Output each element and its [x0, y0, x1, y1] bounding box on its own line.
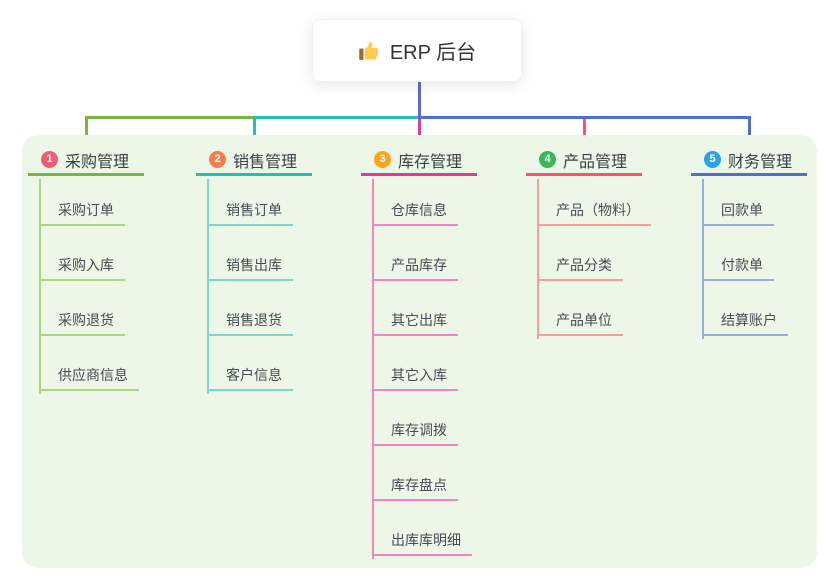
branch-item[interactable]: 仓库信息 [372, 176, 491, 226]
branch-item-label: 回款单 [702, 200, 774, 226]
branch-item[interactable]: 产品库存 [372, 226, 491, 281]
branch-item[interactable]: 其它出库 [372, 281, 491, 336]
branch-item-label: 采购订单 [39, 200, 125, 226]
branch-item[interactable]: 采购入库 [39, 226, 158, 281]
branch-title: 采购管理 [65, 153, 130, 171]
branch-item[interactable]: 产品分类 [537, 226, 656, 281]
branch-drop-line [252, 119, 256, 143]
branch-item-label: 其它入库 [372, 365, 458, 391]
branch-item[interactable]: 产品（物料） [537, 176, 656, 226]
branch-children-line [702, 179, 704, 339]
branch-item-label: 付款单 [702, 255, 774, 281]
branch-item-label: 客户信息 [207, 365, 293, 391]
branch-5: 5 财务管理回款单付款单结算账户 [691, 146, 821, 339]
branch-item[interactable]: 回款单 [702, 176, 821, 226]
branch-item-label: 仓库信息 [372, 200, 458, 226]
branch-item[interactable]: 库存盘点 [372, 446, 491, 501]
branch-item[interactable]: 付款单 [702, 226, 821, 281]
branch-item[interactable]: 客户信息 [207, 336, 326, 391]
branch-title: 销售管理 [233, 153, 298, 171]
branch-item-label: 产品（物料） [537, 200, 651, 226]
branch-badge: 3 [374, 151, 391, 168]
branch-drop-line [417, 119, 421, 143]
branch-3: 3 库存管理仓库信息产品库存其它出库其它入库库存调拨库存盘点出库库明细 [361, 146, 491, 559]
branch-item-label: 供应商信息 [39, 365, 139, 391]
branch-topic[interactable]: 5 财务管理 [691, 146, 807, 176]
branch-children-line [207, 179, 209, 394]
branch-item[interactable]: 销售订单 [207, 176, 326, 226]
branch-item[interactable]: 库存调拨 [372, 391, 491, 446]
branch-children-line [372, 179, 374, 559]
root-node[interactable]: ERP 后台 [312, 19, 522, 82]
branch-children-line [39, 179, 41, 394]
branch-item-label: 销售退货 [207, 310, 293, 336]
branch-item[interactable]: 其它入库 [372, 336, 491, 391]
branch-4: 4 产品管理产品（物料） 产品分类产品单位 [526, 146, 656, 339]
branch-item-label: 销售订单 [207, 200, 293, 226]
branch-item-label: 产品库存 [372, 255, 458, 281]
branch-drop-line [84, 119, 88, 143]
branch-children-line [537, 179, 539, 339]
branch-topic[interactable]: 1 采购管理 [28, 146, 144, 176]
branch-item[interactable]: 销售出库 [207, 226, 326, 281]
branch-1: 1 采购管理采购订单采购入库采购退货供应商信息 [28, 146, 158, 394]
branch-item[interactable]: 采购退货 [39, 281, 158, 336]
branch-item-label: 库存调拨 [372, 420, 458, 446]
branch-badge: 2 [209, 151, 226, 168]
branch-2: 2 销售管理销售订单销售出库销售退货客户信息 [196, 146, 326, 394]
branch-item-label: 库存盘点 [372, 475, 458, 501]
branch-item[interactable]: 结算账户 [702, 281, 821, 336]
branch-item[interactable]: 供应商信息 [39, 336, 158, 391]
branch-item-label: 结算账户 [702, 310, 788, 336]
branch-item[interactable]: 出库库明细 [372, 501, 491, 556]
branch-badge: 1 [41, 151, 58, 168]
branch-drop-line [582, 119, 586, 143]
thumbs-up-icon [359, 41, 379, 60]
branch-item[interactable]: 采购订单 [39, 176, 158, 226]
branch-drop-line [747, 119, 751, 143]
branch-item[interactable]: 产品单位 [537, 281, 656, 336]
root-drop-line [417, 82, 421, 117]
branch-item-label: 产品分类 [537, 255, 623, 281]
branch-item-label: 采购入库 [39, 255, 125, 281]
branch-item-label: 采购退货 [39, 310, 125, 336]
branch-topic[interactable]: 3 库存管理 [361, 146, 477, 176]
branch-item-label: 销售出库 [207, 255, 293, 281]
branch-title: 财务管理 [728, 153, 793, 171]
root-title: ERP 后台 [389, 42, 477, 64]
branch-topic[interactable]: 2 销售管理 [196, 146, 312, 176]
branch-trunk-line [252, 116, 421, 119]
branch-title: 库存管理 [398, 153, 463, 171]
mindmap-background [22, 135, 817, 568]
branch-item-label: 产品单位 [537, 310, 623, 336]
branch-topic[interactable]: 4 产品管理 [526, 146, 642, 176]
branch-item-label: 出库库明细 [372, 530, 472, 556]
branch-badge: 4 [539, 151, 556, 168]
branch-trunk-line [417, 116, 751, 119]
branch-badge: 5 [704, 151, 721, 168]
branch-item-label: 其它出库 [372, 310, 458, 336]
branch-title: 产品管理 [563, 153, 628, 171]
branch-item[interactable]: 销售退货 [207, 281, 326, 336]
